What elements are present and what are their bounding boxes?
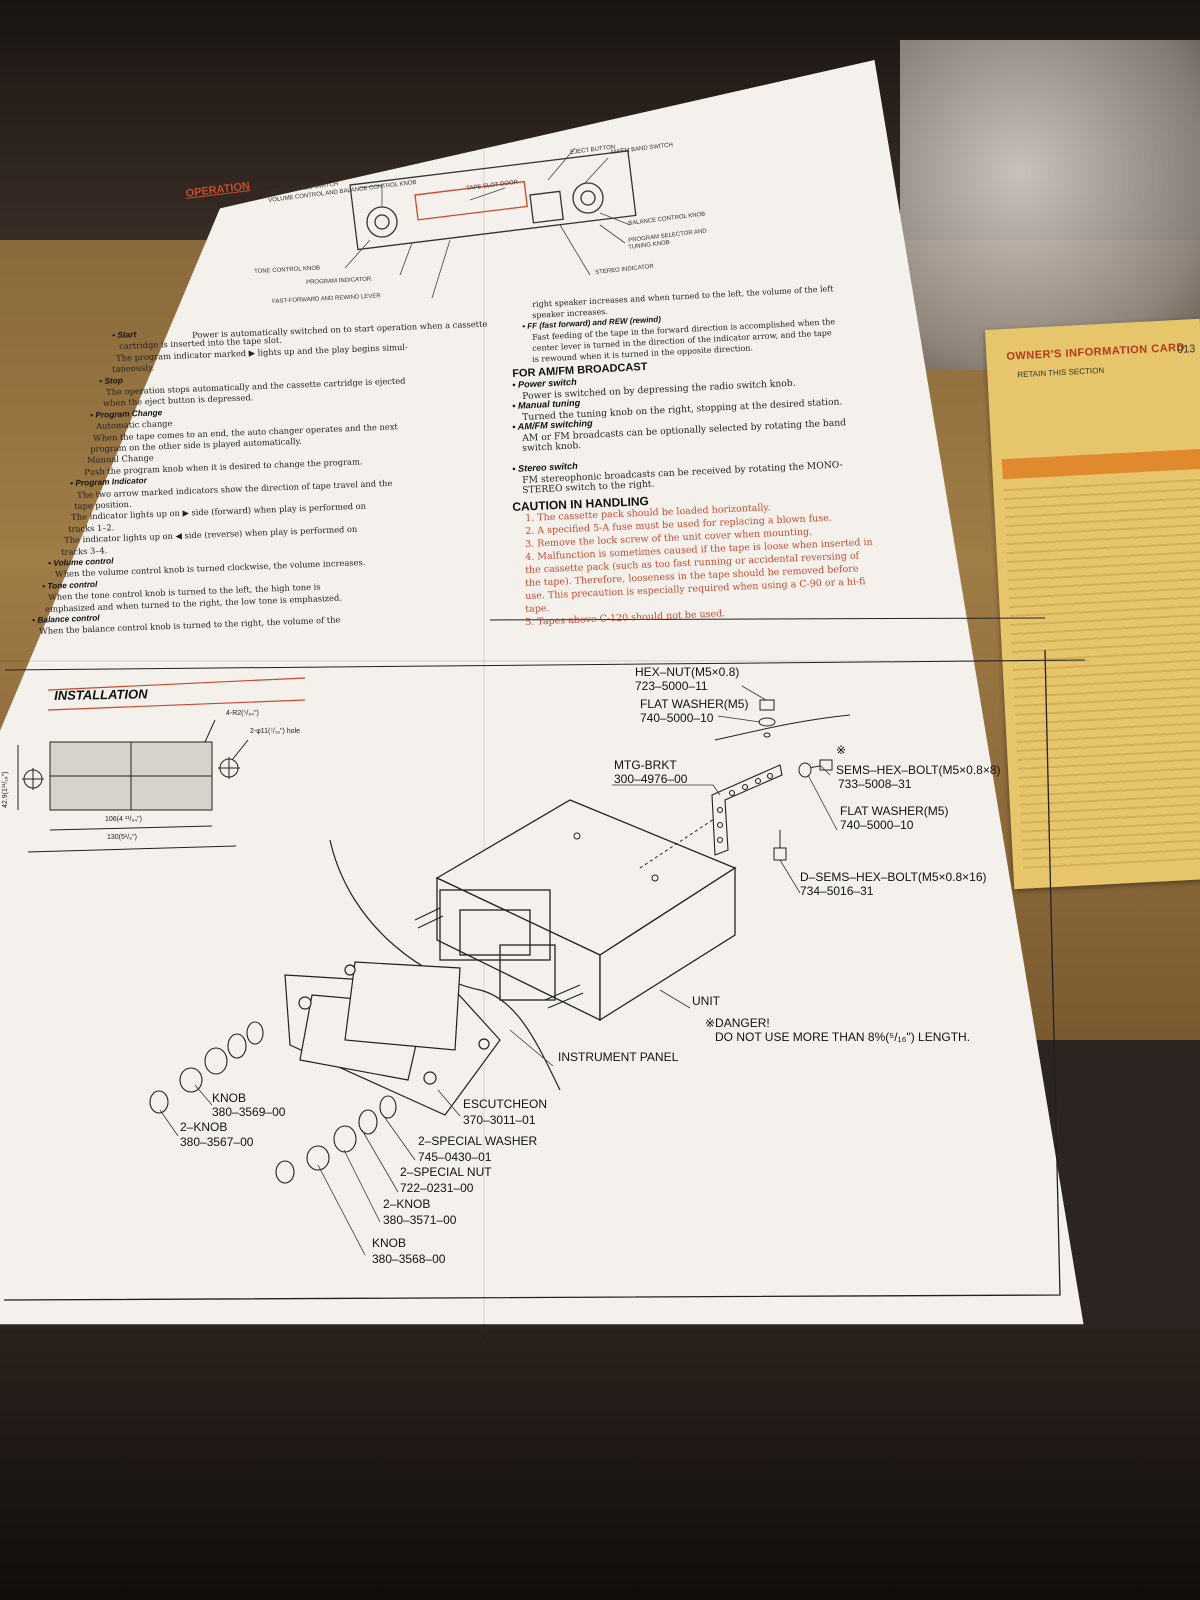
dim-width-outer: 130(5¹/₈") bbox=[107, 834, 137, 841]
instrument-panel-label: INSTRUMENT PANEL bbox=[558, 1050, 679, 1064]
fold-line-vertical bbox=[483, 150, 485, 1340]
flat-washer-right-number: 740–5000–10 bbox=[840, 818, 914, 832]
hex-nut-name: HEX–NUT(M5×0.8) bbox=[635, 665, 740, 679]
star-mark: ※ bbox=[836, 743, 847, 757]
knob-d-number: 380–3568–00 bbox=[372, 1252, 446, 1266]
special-washer-number: 745–0430–01 bbox=[418, 1150, 492, 1164]
escutcheon-name: ESCUTCHEON bbox=[463, 1097, 548, 1111]
dim-width-inner: 106(4 ¹¹/₆₄") bbox=[105, 816, 142, 823]
knob-a-name: KNOB bbox=[212, 1091, 247, 1105]
section-subheading: • Stop bbox=[99, 374, 124, 386]
dim-hole: 2-φ11(⁷/₁₆") hole bbox=[250, 728, 301, 735]
section-subheading: • Tone control bbox=[41, 578, 98, 591]
special-nut-number: 722–0231–00 bbox=[400, 1181, 474, 1195]
flat-washer-top-number: 740–5000–10 bbox=[640, 711, 714, 725]
d-sems-bolt-name: D–SEMS–HEX–BOLT(M5×0.8×16) bbox=[800, 870, 987, 884]
hex-nut-number: 723–5000–11 bbox=[635, 679, 708, 693]
mtg-brkt-number: 300–4976–00 bbox=[614, 772, 688, 786]
d-sems-bolt-number: 734–5016–31 bbox=[800, 884, 874, 898]
body-text-line: tracks 1–2. bbox=[67, 522, 115, 534]
danger-title: ※DANGER! bbox=[705, 1016, 770, 1030]
caution-item: tape. bbox=[525, 602, 550, 615]
body-text-line: taneously. bbox=[112, 362, 155, 375]
knob-b-number: 380–3567–00 bbox=[180, 1135, 254, 1149]
unit-label: UNIT bbox=[692, 994, 720, 1008]
sems-bolt-number: 733–5008–31 bbox=[838, 777, 912, 791]
section-subheading: • Start bbox=[112, 329, 137, 340]
dim-height: 42.9(1¹¹/₁₆") bbox=[2, 771, 9, 808]
escutcheon-number: 370–3011–01 bbox=[463, 1113, 536, 1127]
special-washer-name: 2–SPECIAL WASHER bbox=[418, 1134, 538, 1148]
installation-heading: INSTALLATION bbox=[54, 686, 148, 703]
knob-c-number: 380–3571–00 bbox=[383, 1213, 457, 1227]
body-text-line: tracks 3–4. bbox=[61, 544, 108, 557]
knob-b-name: 2–KNOB bbox=[180, 1120, 228, 1134]
plastic-bag bbox=[900, 40, 1200, 370]
fold-line-horizontal bbox=[0, 660, 1090, 662]
flat-washer-right-name: FLAT WASHER(M5) bbox=[840, 804, 949, 818]
flat-washer-top-name: FLAT WASHER(M5) bbox=[640, 697, 749, 711]
knob-d-name: KNOB bbox=[372, 1236, 407, 1250]
knob-a-number: 380–3569–00 bbox=[212, 1105, 286, 1119]
background-bottom bbox=[0, 1330, 1200, 1600]
danger-text: DO NOT USE MORE THAN 8%(⁵/₁₆") LENGTH. bbox=[715, 1030, 971, 1044]
knob-c-name: 2–KNOB bbox=[383, 1197, 431, 1211]
sems-bolt-name: SEMS–HEX–BOLT(M5×0.8×8) bbox=[836, 763, 1001, 777]
special-nut-name: 2–SPECIAL NUT bbox=[400, 1165, 492, 1179]
mtg-brkt-name: MTG-BRKT bbox=[614, 758, 677, 772]
dim-radius: 4-R2(⁵/₆₄") bbox=[226, 710, 259, 717]
